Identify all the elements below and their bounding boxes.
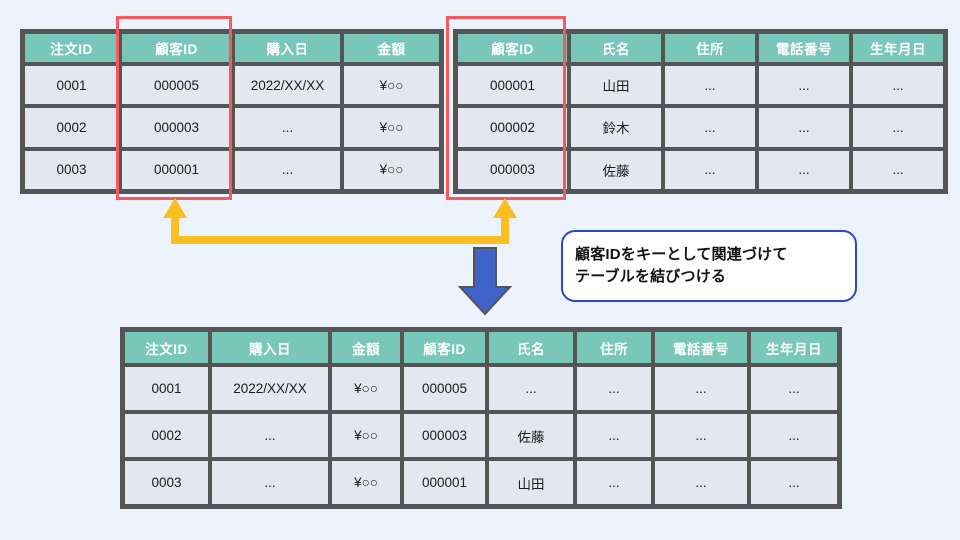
cell-address: ... (663, 64, 757, 107)
table-row: 0003 ... ¥○○ 000001 山田 ... ... ... (123, 459, 839, 506)
join-explanation-callout: 顧客IDをキーとして関連づけて テーブルを結びつける (561, 230, 857, 302)
column-header-name: 氏名 (487, 330, 575, 365)
cell-name: 山田 (569, 64, 663, 107)
column-header-birthdate: 生年月日 (851, 32, 945, 64)
table-row: 0002 ... ¥○○ 000003 佐藤 ... ... ... (123, 412, 839, 459)
cell-amount: ¥○○ (330, 365, 402, 412)
cell-order-id: 0003 (123, 459, 210, 506)
cell-purchase-date: ... (210, 459, 330, 506)
table-header-row: 注文ID 購入日 金額 顧客ID 氏名 住所 電話番号 生年月日 (123, 330, 839, 365)
table-row: 000001 山田 ... ... ... (456, 64, 945, 107)
cell-purchase-date: ... (233, 148, 342, 191)
cell-phone: ... (653, 365, 749, 412)
cell-phone: ... (757, 106, 851, 149)
cell-phone: ... (653, 412, 749, 459)
orders-table: 注文ID 顧客ID 購入日 金額 0001 000005 2022/XX/XX … (20, 29, 444, 194)
cell-purchase-date: ... (210, 412, 330, 459)
cell-customer-id: 000001 (402, 459, 487, 506)
column-header-order-id: 注文ID (123, 330, 210, 365)
table-row: 000002 鈴木 ... ... ... (456, 106, 945, 149)
cell-customer-id: 000003 (402, 412, 487, 459)
cell-amount: ¥○○ (330, 459, 402, 506)
arrow-head-left-icon (163, 198, 187, 236)
column-header-amount: 金額 (330, 330, 402, 365)
cell-order-id: 0001 (123, 365, 210, 412)
cell-amount: ¥○○ (342, 106, 441, 149)
cell-purchase-date: 2022/XX/XX (233, 64, 342, 107)
cell-birthdate: ... (749, 412, 839, 459)
cell-order-id: 0002 (23, 106, 120, 149)
column-header-order-id: 注文ID (23, 32, 120, 64)
cell-customer-id: 000005 (120, 64, 233, 107)
cell-amount: ¥○○ (330, 412, 402, 459)
table-row: 0003 000001 ... ¥○○ (23, 148, 441, 191)
column-header-address: 住所 (575, 330, 653, 365)
cell-address: ... (663, 106, 757, 149)
table-row: 0001 000005 2022/XX/XX ¥○○ (23, 64, 441, 107)
customers-table: 顧客ID 氏名 住所 電話番号 生年月日 000001 山田 ... ... .… (453, 29, 948, 194)
cell-amount: ¥○○ (342, 148, 441, 191)
column-header-amount: 金額 (342, 32, 441, 64)
cell-address: ... (663, 148, 757, 191)
cell-order-id: 0003 (23, 148, 120, 191)
cell-name: 山田 (487, 459, 575, 506)
cell-phone: ... (757, 148, 851, 191)
cell-name: ... (487, 365, 575, 412)
cell-birthdate: ... (851, 148, 945, 191)
cell-address: ... (575, 365, 653, 412)
cell-birthdate: ... (851, 106, 945, 149)
cell-name: 佐藤 (487, 412, 575, 459)
callout-line-1: 顧客IDをキーとして関連づけて (575, 246, 788, 264)
column-header-phone: 電話番号 (653, 330, 749, 365)
column-header-purchase-date: 購入日 (210, 330, 330, 365)
cell-birthdate: ... (749, 365, 839, 412)
column-header-phone: 電話番号 (757, 32, 851, 64)
cell-customer-id: 000003 (456, 148, 569, 191)
cell-customer-id: 000002 (456, 106, 569, 149)
connector-line (171, 232, 509, 244)
column-header-purchase-date: 購入日 (233, 32, 342, 64)
cell-order-id: 0001 (23, 64, 120, 107)
arrow-head-right-icon (493, 198, 517, 236)
down-arrow-shape (457, 247, 513, 316)
column-header-customer-id: 顧客ID (402, 330, 487, 365)
column-header-name: 氏名 (569, 32, 663, 64)
cell-amount: ¥○○ (342, 64, 441, 107)
cell-customer-id: 000005 (402, 365, 487, 412)
cell-address: ... (575, 459, 653, 506)
cell-customer-id: 000001 (456, 64, 569, 107)
table-header-row: 注文ID 顧客ID 購入日 金額 (23, 32, 441, 64)
column-header-birthdate: 生年月日 (749, 330, 839, 365)
table-row: 0002 000003 ... ¥○○ (23, 106, 441, 149)
cell-name: 佐藤 (569, 148, 663, 191)
cell-purchase-date: 2022/XX/XX (210, 365, 330, 412)
callout-line-2: テーブルを結びつける (575, 268, 727, 285)
cell-customer-id: 000003 (120, 106, 233, 149)
join-connector-arrow (163, 198, 517, 244)
flow-down-arrow-icon (457, 247, 513, 316)
cell-birthdate: ... (749, 459, 839, 506)
cell-purchase-date: ... (233, 106, 342, 149)
column-header-customer-id: 顧客ID (120, 32, 233, 64)
column-header-address: 住所 (663, 32, 757, 64)
cell-birthdate: ... (851, 64, 945, 107)
cell-name: 鈴木 (569, 106, 663, 149)
cell-phone: ... (757, 64, 851, 107)
cell-phone: ... (653, 459, 749, 506)
table-row: 000003 佐藤 ... ... ... (456, 148, 945, 191)
cell-address: ... (575, 412, 653, 459)
table-row: 0001 2022/XX/XX ¥○○ 000005 ... ... ... .… (123, 365, 839, 412)
joined-table: 注文ID 購入日 金額 顧客ID 氏名 住所 電話番号 生年月日 0001 20… (120, 327, 842, 509)
cell-customer-id: 000001 (120, 148, 233, 191)
column-header-customer-id: 顧客ID (456, 32, 569, 64)
table-header-row: 顧客ID 氏名 住所 電話番号 生年月日 (456, 32, 945, 64)
cell-order-id: 0002 (123, 412, 210, 459)
